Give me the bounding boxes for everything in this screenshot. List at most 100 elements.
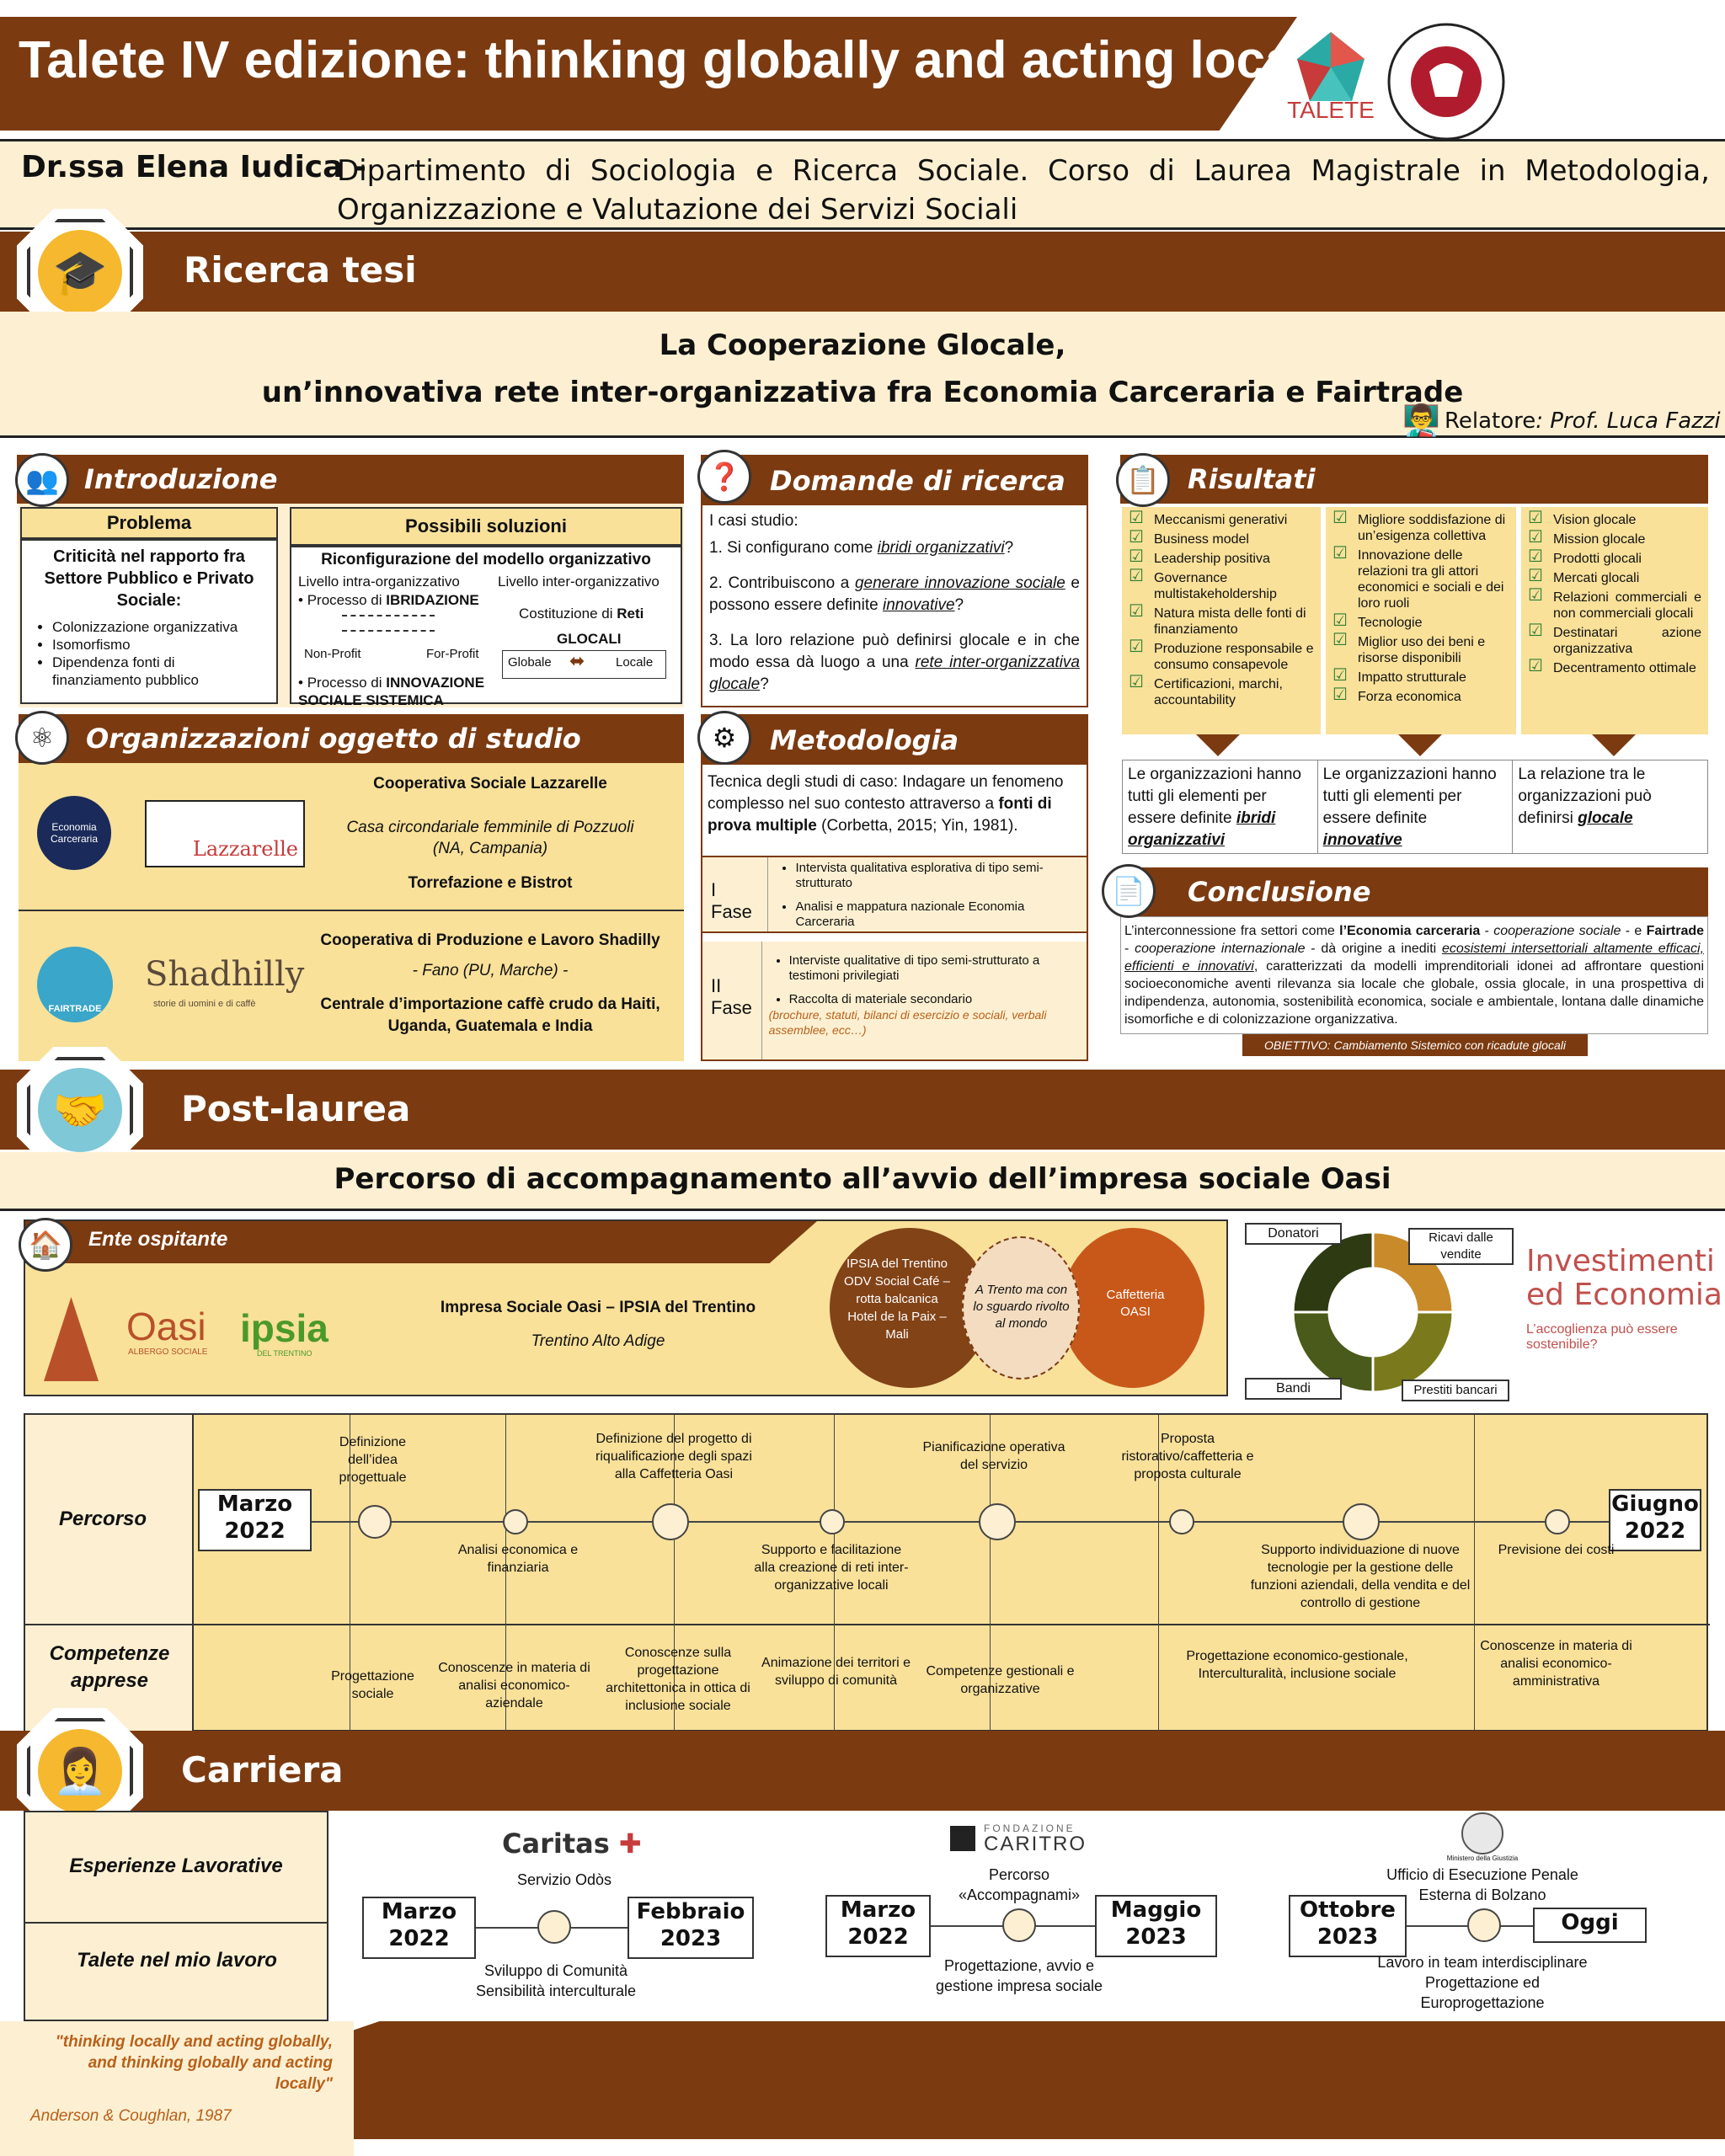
step-top: Definizione del progetto di riqualificaz… [595, 1432, 752, 1481]
domanda-2: 2. Contribuiscono a generare innovazione… [709, 573, 1080, 616]
timeline-node [652, 1503, 689, 1540]
concl-c: - [1480, 924, 1494, 938]
innov-bold: INNOVAZIONE SOCIALE SISTEMICA [298, 675, 485, 708]
risultati-item: Decentramento ottimale [1528, 659, 1701, 676]
ente-location: Trentino Alto Adige [531, 1332, 665, 1350]
risultati-item: Vision glocale [1528, 510, 1701, 528]
q2-post: ? [954, 596, 964, 614]
concl-d: - e [1621, 924, 1647, 938]
risultati-item: Relazioni commerciali e non commerciali … [1528, 588, 1701, 622]
concl-g: , caratterizzati da modelli imprenditori… [1124, 959, 1704, 1027]
costit-bold: Reti [617, 606, 644, 622]
donut-label-prestiti: Prestiti bancari [1402, 1380, 1509, 1401]
costituzione: Costituzione di Reti [519, 605, 644, 622]
organizzazioni-header: Organizzazioni oggetto di studio [19, 714, 684, 763]
q3-u: rete inter-organizzativa glocale [709, 654, 1080, 693]
problema-box: Criticità nel rapporto fra Settore Pubbl… [20, 539, 278, 704]
competenza: Conoscenze in materia di analisi economi… [1480, 1639, 1632, 1689]
r3-pre: La relazione tra le organizzazioni può d… [1518, 766, 1652, 827]
clipboard-icon: 📋 [1116, 453, 1170, 507]
r1-b: ibridi organizzativi [1128, 809, 1276, 849]
risultati-item: Certificazioni, marchi, accountability [1129, 675, 1314, 708]
competenza: Progettazione sociale [331, 1669, 414, 1701]
fase-1-list: Intervista qualitativa esplorativa di ti… [767, 857, 1087, 931]
competenza: Conoscenze sulla progettazione architett… [606, 1646, 750, 1713]
ibrid-bold: IBRIDAZIONE [386, 592, 479, 608]
glocali-label: GLOCALI [557, 631, 622, 647]
problema-item: Colonizzazione organizzativa [52, 618, 266, 636]
timeline-node [1169, 1509, 1194, 1534]
risultati-item: Miglior uso dei beni e risorse disponibi… [1332, 632, 1509, 666]
donut-slice [1291, 1230, 1375, 1314]
republic-emblem-icon [1461, 1812, 1503, 1854]
career-3-desc: Lavoro in team interdisciplinare Progett… [1377, 1954, 1588, 2011]
caritas-logo: Caritas ✚ [502, 1828, 642, 1860]
author-name: Dr.ssa Elena Iudica - [21, 150, 366, 184]
intro-title: Introduzione [84, 463, 278, 495]
problema-list: Colonizzazione organizzativa Isomorfismo… [32, 618, 266, 689]
section-bar-ricerca [0, 232, 1725, 312]
gears-icon: ⚙ [697, 711, 751, 765]
career-1-org: Servizio Odòs [516, 1871, 612, 1888]
org-1-name: Cooperativa Sociale Lazzarelle [373, 775, 607, 792]
career-1-start: Marzo 2022 [362, 1897, 476, 1959]
section-bar-postlaurea [0, 1070, 1725, 1150]
section-title-ricerca: Ricerca tesi [184, 249, 417, 291]
footer-cite: Anderson & Coughlan, 1987 [30, 2107, 232, 2125]
fase-item: Intervista qualitativa esplorativa di ti… [795, 861, 1087, 891]
postlaurea-subtitle: Percorso di accompagnamento all’avvio de… [334, 1162, 1391, 1196]
innov-pre: Processo di [307, 675, 387, 691]
percorso-label: Percorso [59, 1508, 147, 1530]
timeline-line [303, 1521, 1651, 1523]
soluzioni-title: Riconfigurazione del modello organizzati… [321, 551, 651, 568]
summary-1: Le organizzazioni hanno tutti gli elemen… [1123, 760, 1318, 853]
conclusione-text: L’interconnessione fra settori come l’Ec… [1120, 916, 1708, 1034]
met-pre: Tecnica degli studi di caso: Indagare un… [708, 773, 1064, 813]
grid-divider [25, 1624, 1710, 1625]
innovazione: • Processo di INNOVAZIONE SOCIALE SISTEM… [298, 675, 485, 708]
problema-text: Criticità nel rapporto fra Settore Pubbl… [44, 547, 254, 610]
nonprofit-label: Non-Profit [304, 647, 361, 661]
career-2-org: Percorso «Accompagnami» [958, 1866, 1081, 1903]
grid-col [834, 1415, 835, 1733]
house-icon: 🏠 [19, 1218, 72, 1272]
step-bottom: Supporto e facilitazione alla creazione … [754, 1543, 909, 1593]
network-icon: ⚛ [15, 711, 69, 765]
step-bottom: Analisi economica e finanziaria [457, 1543, 579, 1575]
caritas-logo-text: Caritas [502, 1828, 610, 1860]
q1-u: ibridi organizzativi [877, 539, 1005, 557]
risultati-list-1: Meccanismi generativi Business model Lea… [1129, 510, 1314, 708]
career-2-start: Marzo 2022 [825, 1895, 931, 1957]
risultati-item: Governance multistakeholdership [1129, 568, 1314, 602]
forprofit-label: For-Profit [426, 647, 479, 661]
oasi-logo-sub: ALBERGO SOCIALE [128, 1348, 208, 1357]
org-2-activity: Centrale d’importazione caffè crudo da H… [320, 995, 660, 1035]
competenza: Animazione dei territori e sviluppo di c… [761, 1656, 911, 1688]
costit-pre: Costituzione di [519, 606, 617, 622]
r1-pre: Le organizzazioni hanno tutti gli elemen… [1128, 766, 1301, 827]
ente-header-bg [25, 1221, 817, 1263]
problema-item: Dipendenza fonti di finanziamento pubbli… [52, 654, 266, 689]
competenza: Progettazione economico-gestionale, Inte… [1186, 1649, 1408, 1681]
inter-level: Livello inter-organizzativo [498, 574, 660, 590]
q1-post: ? [1004, 539, 1014, 557]
percorso-labels-col [25, 1415, 194, 1733]
ipsia-logo-sub: DEL TRENTINO [257, 1349, 312, 1358]
obiettivo-banner: OBIETTIVO: Cambiamento Sistemico con ric… [1242, 1034, 1588, 1056]
timeline-node [979, 1503, 1016, 1540]
thesis-box [0, 312, 1725, 438]
talete-lavoro-label: Talete nel mio lavoro [77, 1949, 277, 1972]
oasi-logo: Oasi [126, 1305, 206, 1348]
career-3-end: Oggi [1533, 1908, 1647, 1943]
ipsia-logo: ipsia [240, 1306, 328, 1350]
concl-i1: cooperazione sociale [1493, 924, 1621, 938]
concl-a: L’interconnessione fra settori come [1124, 924, 1340, 938]
fase-1: I Fase Intervista qualitativa esplorativ… [702, 856, 1087, 933]
career-2-end: Maggio 2023 [1095, 1895, 1217, 1957]
double-arrow-icon: ⬌ [569, 650, 585, 671]
org-1-row: Economia Carceraria Lazzarelle Cooperati… [19, 766, 684, 911]
chevron-down-icon [1592, 734, 1636, 756]
competenze-label: Competenze apprese [49, 1642, 170, 1692]
talete-logo: TALETE [1280, 25, 1381, 126]
risultati-summary: Le organizzazioni hanno tutti gli elemen… [1122, 760, 1708, 854]
